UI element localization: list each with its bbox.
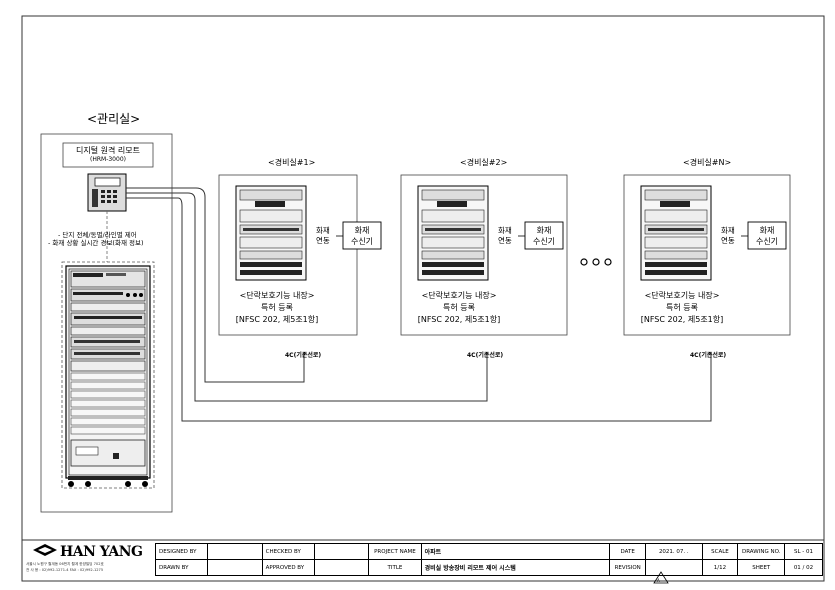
fire-receiver-box-n <box>747 221 787 250</box>
fire-receiver-label: 화재 <box>536 226 552 235</box>
remote-model: (HRM-3000) <box>90 156 126 163</box>
cable-line-2 <box>126 192 488 402</box>
ellipsis-dot <box>604 258 612 266</box>
feature-label: <단락보호기능 내장> <box>421 291 497 300</box>
title-block-table: DESIGNED BY CHECKED BY PROJECT NAME 아파트 … <box>154 543 823 576</box>
cable-label: 4C(기존선로) <box>285 352 322 359</box>
guard-room-title: <경비실#2> <box>460 158 508 167</box>
remote-name: 디지털 원격 리모트 <box>76 146 140 155</box>
wiring <box>126 187 712 422</box>
control-room-title: <관리실> <box>87 112 141 126</box>
cable-line-1 <box>126 187 305 383</box>
nfsc-label: [NFSC 202, 제5조1항] <box>640 315 724 324</box>
guard-room-box-n <box>623 174 791 336</box>
rack-outline <box>61 261 155 489</box>
guard-room-title: <경비실#1> <box>268 158 316 167</box>
fire-receiver-box-1 <box>342 221 382 250</box>
control-room-box <box>40 133 173 513</box>
revision-label: REVISION <box>609 559 647 576</box>
patent-label: 특허 등록 <box>666 303 698 312</box>
svg-text:A: A <box>657 578 660 583</box>
fire-receiver-label: 수신기 <box>755 237 779 246</box>
guard-room-box-1 <box>218 174 358 336</box>
fire-receiver-label: 화재 <box>759 226 775 235</box>
sheet-label: SHEET <box>737 559 785 576</box>
guard-rack-1 <box>235 185 307 281</box>
company-address: 서울시 노원구 월계동 06번지 월계 한양빌딩 702호 <box>26 562 104 566</box>
fire-link-label: 화재 <box>498 226 512 235</box>
guard-rack-2 <box>417 185 489 281</box>
company-logo-text: HAN YANG <box>60 544 143 560</box>
date-value: 2021. 07. . <box>645 543 703 560</box>
approved-by-label: APPROVED BY <box>261 559 315 576</box>
drawing-no-label: DRAWING NO. <box>737 543 785 560</box>
date-label: DATE <box>609 543 647 560</box>
revision-triangle-icon: A <box>653 571 669 584</box>
patent-label: 특허 등록 <box>261 303 293 312</box>
hanyang-logo-icon <box>33 544 57 556</box>
fire-receiver-label: 수신기 <box>350 237 374 246</box>
designed-by-label: DESIGNED BY <box>154 543 209 560</box>
guard-rack-n <box>640 185 712 281</box>
main-rack <box>65 265 151 487</box>
title-label: TITLE <box>368 559 422 576</box>
remote-controller-device <box>87 173 127 212</box>
fire-receiver-label: 화재 <box>354 226 370 235</box>
fire-link-label: 연동 <box>316 236 330 245</box>
cable-line-3 <box>126 197 712 422</box>
guard-room-title: <경비실#N> <box>683 158 732 167</box>
cable-label: 4C(기존선로) <box>690 352 727 359</box>
patent-label: 특허 등록 <box>443 303 475 312</box>
nfsc-label: [NFSC 202, 제5조1항] <box>235 315 319 324</box>
drawing-no-value: SL - 01 <box>784 543 823 560</box>
nfsc-label: [NFSC 202, 제5조1항] <box>417 315 501 324</box>
fire-link-label: 연동 <box>721 236 735 245</box>
company-phone: 전 사 용 : 02)992-1271-4 FAX : 02)992-1275 <box>26 568 104 572</box>
fire-receiver-box-2 <box>524 221 564 250</box>
feature-label: <단락보호기능 내장> <box>239 291 315 300</box>
project-name-label: PROJECT NAME <box>368 543 422 560</box>
drawing-border <box>21 15 825 582</box>
remote-label-box <box>62 142 154 168</box>
fire-link-label: 화재 <box>721 226 735 235</box>
scale-label: SCALE <box>701 543 739 560</box>
fire-link-label: 화재 <box>316 226 330 235</box>
title-value: 경비실 방송장비 리모트 제어 시스템 <box>420 559 611 576</box>
ellipsis-dot <box>580 258 588 266</box>
ellipsis-dot <box>592 258 600 266</box>
fire-link-label: 연동 <box>498 236 512 245</box>
guard-room-box-2 <box>400 174 568 336</box>
fire-receiver-label: 수신기 <box>532 237 556 246</box>
control-desc-line1: - 단지 전체/동별/라인별 제어 <box>58 231 137 239</box>
control-desc-line2: - 화재 상황 실시간 경보(화재 정보) <box>48 239 144 247</box>
feature-label: <단락보호기능 내장> <box>644 291 720 300</box>
cable-label: 4C(기존선로) <box>467 352 504 359</box>
project-name-value: 아파트 <box>420 543 611 560</box>
scale-value: 1/12 <box>701 559 739 576</box>
drawn-by-label: DRAWN BY <box>154 559 209 576</box>
sheet-value: 01 / 02 <box>784 559 823 576</box>
checked-by-label: CHECKED BY <box>261 543 315 560</box>
